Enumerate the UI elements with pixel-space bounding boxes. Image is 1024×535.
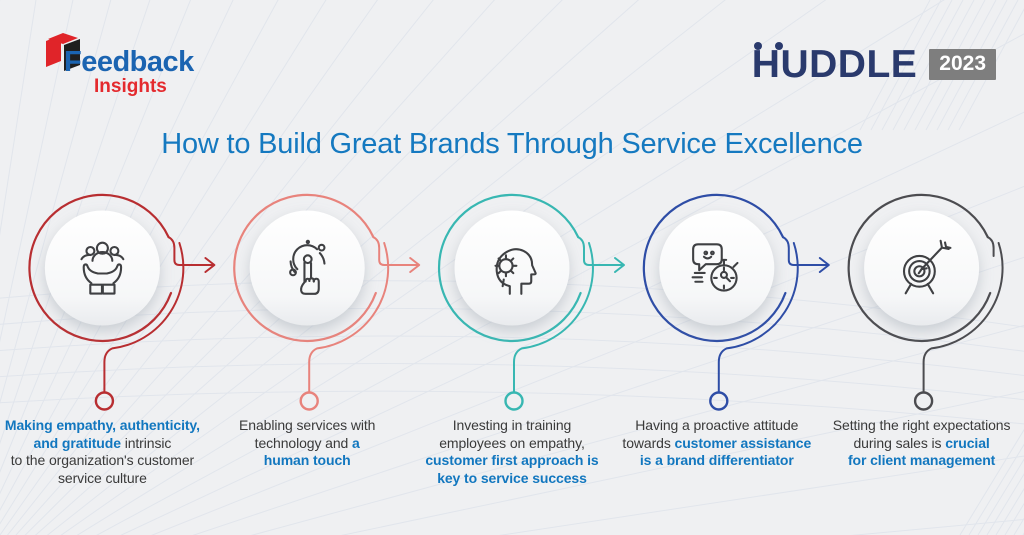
person-dot-icon — [774, 41, 783, 50]
step-caption-3: Investing in training employees on empat… — [410, 417, 615, 488]
target-arrow-icon — [902, 239, 952, 295]
event-logo: HUDDLE 2023 — [752, 40, 996, 88]
step-node-circle — [299, 391, 319, 411]
touch-technology-icon — [289, 239, 326, 295]
page-title: How to Build Great Brands Through Servic… — [161, 128, 863, 160]
brand-tagline: Insights — [94, 76, 167, 97]
brand-cube-icon — [46, 33, 80, 71]
step-node-circle — [94, 391, 115, 411]
caption-highlight-text: Making empathy, authenticity, and gratit… — [4, 417, 200, 451]
step-ring — [28, 193, 173, 343]
event-name: HUDDLE — [751, 41, 918, 86]
event-year-badge: 2023 — [929, 48, 996, 80]
step-caption-1: Making empathy, authenticity, and gratit… — [0, 417, 205, 488]
arrow-right-icon — [818, 257, 830, 273]
step-node-circle — [709, 391, 729, 411]
caption-text: Enabling services with technology and — [239, 417, 376, 451]
step-ring — [437, 193, 582, 343]
brand-logo: Feedback Insights — [42, 32, 202, 97]
step-ring — [847, 193, 992, 343]
step-node-circle — [913, 391, 934, 411]
step-captions: Making empathy, authenticity, and gratit… — [0, 417, 1024, 488]
process-step-5 — [847, 193, 1004, 411]
arrow-right-icon — [614, 257, 625, 273]
caption-highlight-text: crucial for client management — [847, 434, 996, 469]
caption-text: Setting the right expectations during sa… — [832, 417, 1011, 451]
caption-text: Investing in training employees on empat… — [439, 417, 585, 451]
process-step-4 — [642, 193, 830, 411]
caption-highlight-text: a human touch — [263, 434, 360, 469]
step-ring — [233, 193, 377, 343]
caption-highlight-text: customer assistance is a brand different… — [639, 434, 812, 469]
empathy-hands-icon — [80, 241, 125, 295]
step-node-circle — [504, 391, 524, 411]
step-caption-4: Having a proactive attitude towards cust… — [614, 417, 819, 488]
process-step-2 — [233, 193, 421, 411]
chat-stopwatch-icon — [691, 243, 739, 292]
process-diagram — [28, 193, 1004, 411]
process-step-3 — [437, 193, 625, 411]
brand-name: Feedback — [64, 46, 194, 78]
caption-highlight-text: customer first approach is key to servic… — [425, 452, 599, 486]
caption-text: intrinsic to the organization's customer… — [10, 434, 195, 486]
arrow-right-icon — [409, 257, 421, 273]
caption-text: Having a proactive attitude towards — [622, 417, 799, 451]
head-gear-icon — [494, 248, 537, 295]
arrow-right-icon — [204, 257, 216, 273]
step-ring — [642, 193, 787, 343]
process-step-1 — [28, 193, 216, 411]
step-caption-5: Setting the right expectations during sa… — [819, 417, 1024, 488]
person-dot-icon — [753, 41, 762, 50]
step-disc — [44, 210, 160, 326]
step-disc — [249, 210, 365, 326]
step-caption-2: Enabling services with technology and a … — [205, 417, 410, 488]
